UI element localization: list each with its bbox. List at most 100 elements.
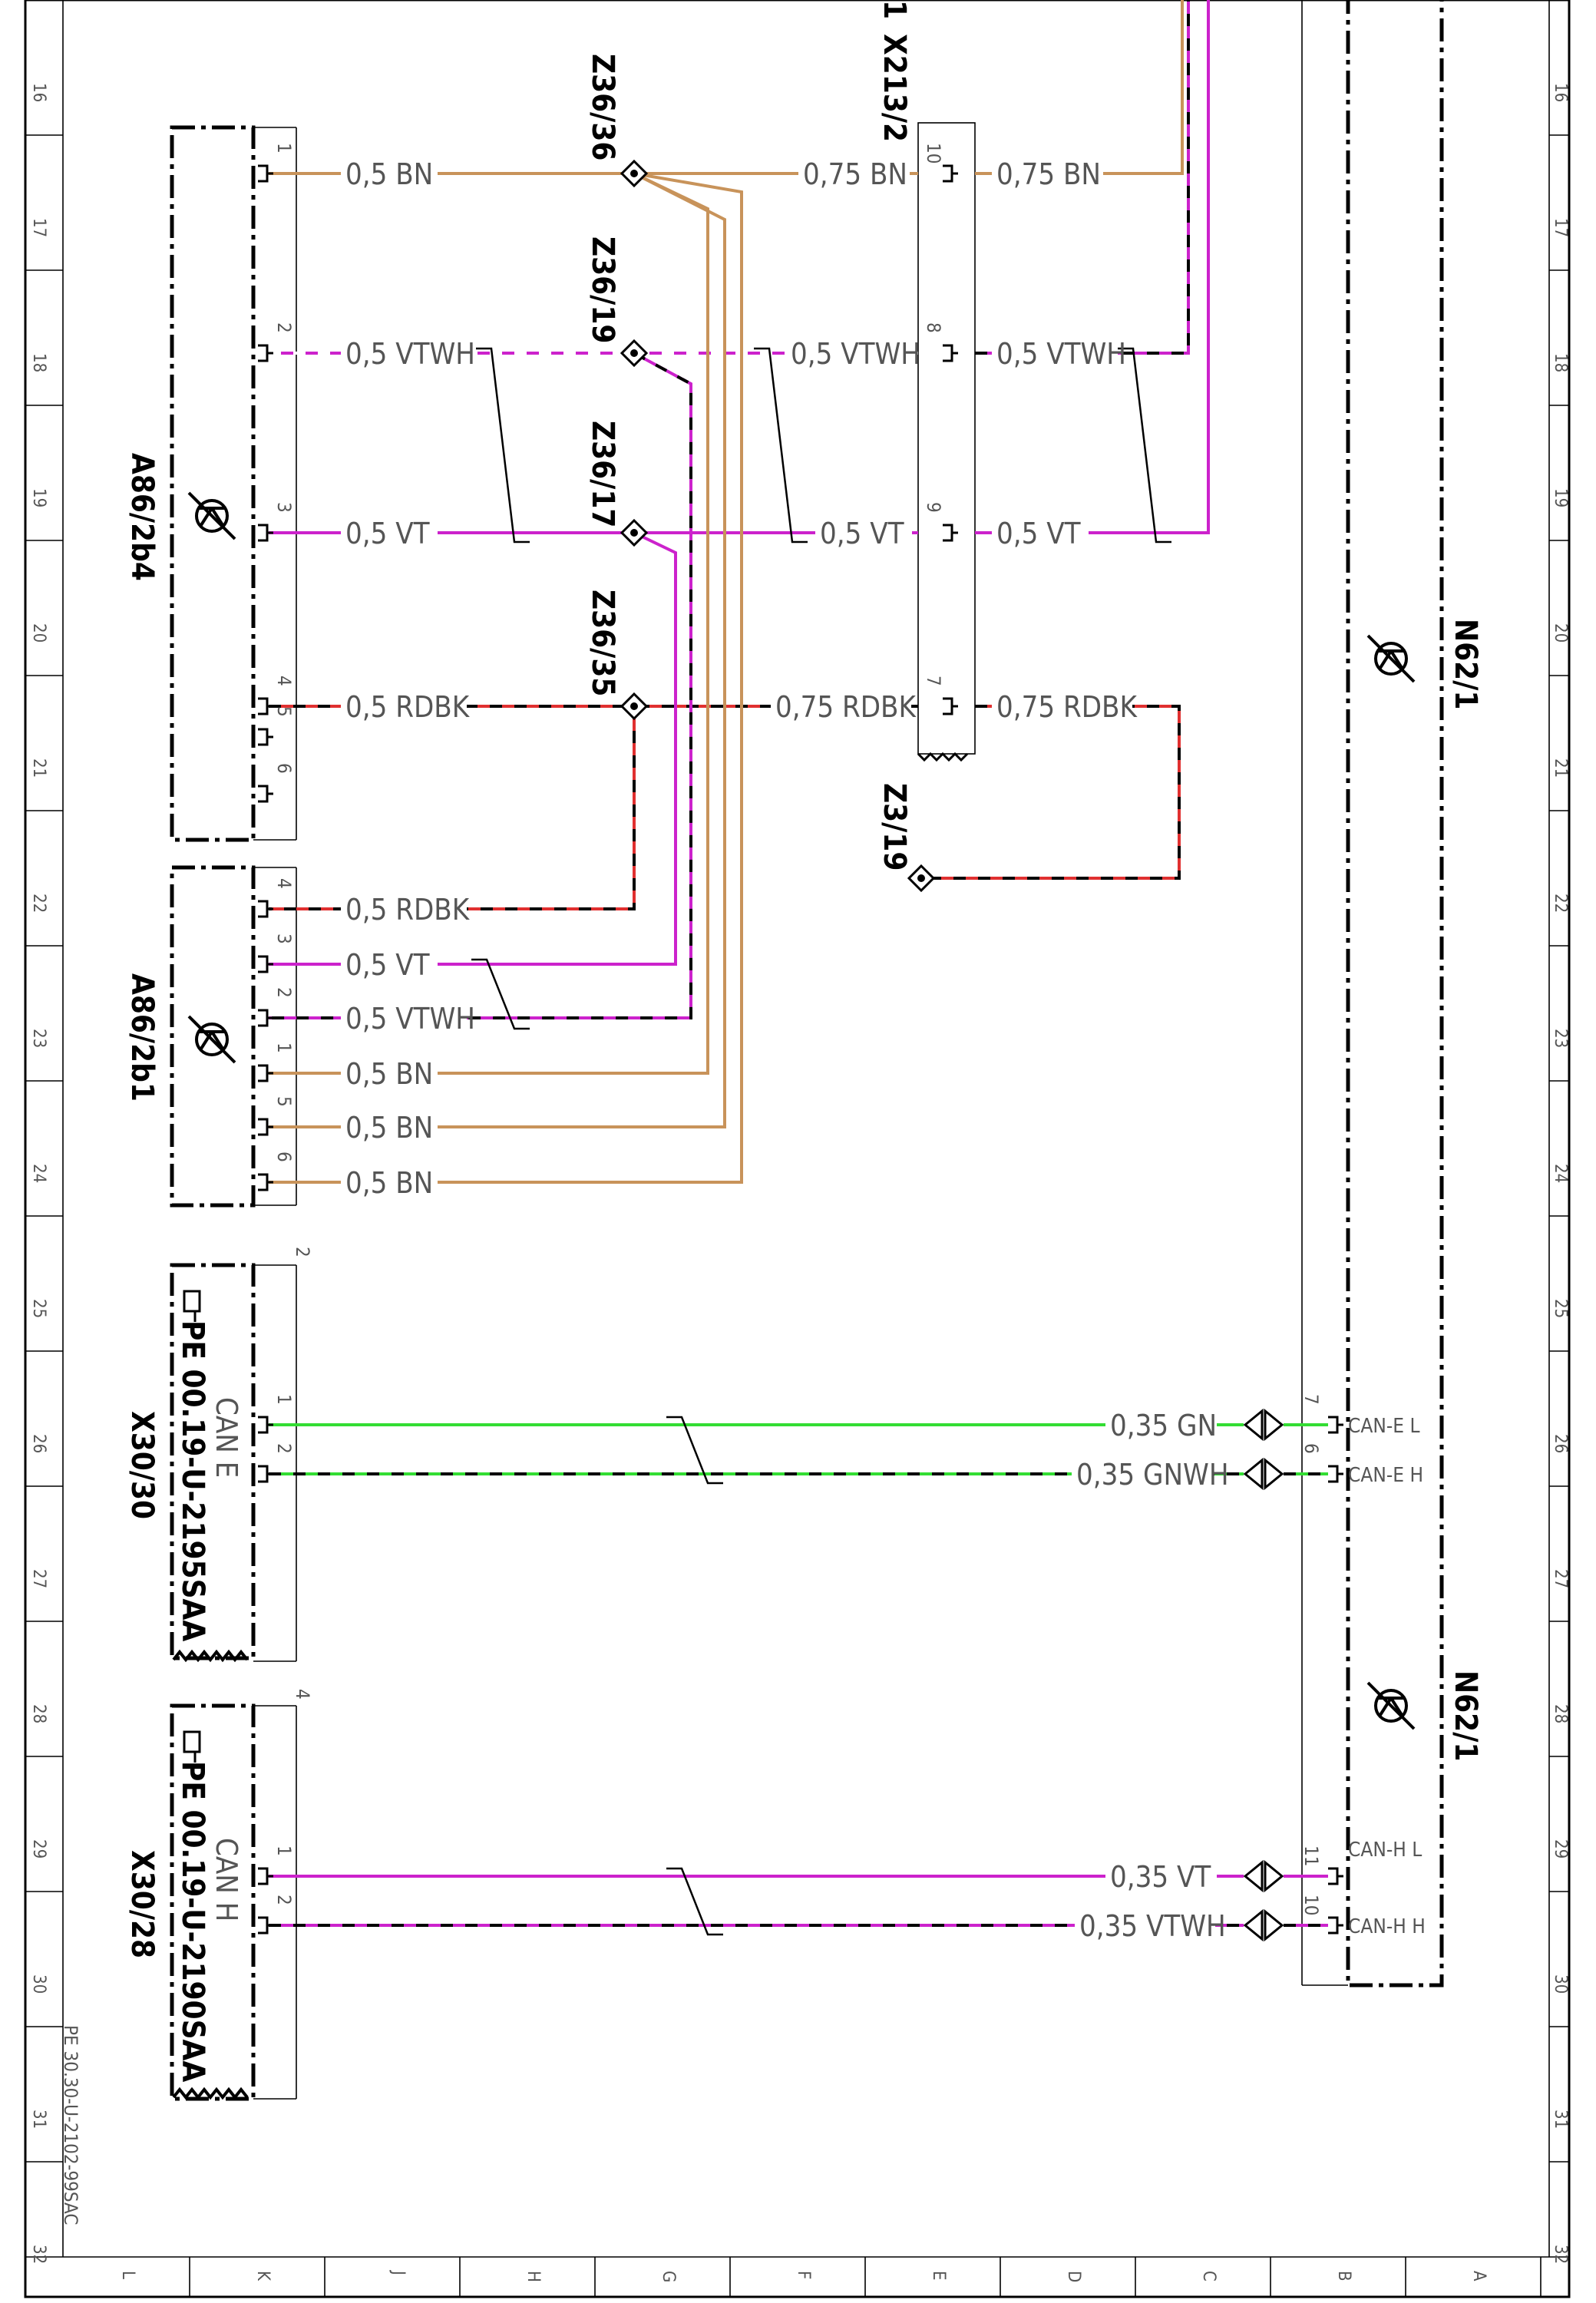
grid-row-label-left: 31 xyxy=(29,2110,48,2129)
pin xyxy=(258,1867,269,1885)
pin-number: 7 xyxy=(1300,1394,1322,1405)
grid-row-label-left: 28 xyxy=(29,1704,48,1723)
grid-row-label-right: 27 xyxy=(1551,1569,1570,1588)
connector-arrow xyxy=(1243,1408,1264,1442)
grid-row-label-right: 20 xyxy=(1551,623,1570,643)
pin xyxy=(258,524,269,542)
label-bg xyxy=(341,158,438,192)
x30-28-box xyxy=(170,1703,256,2101)
splice-dot xyxy=(917,874,925,882)
twist-mark xyxy=(476,347,530,544)
grid-row-label-right: 30 xyxy=(1551,1974,1570,1994)
label-bg xyxy=(992,691,1132,725)
splice-label: Z36/19 xyxy=(585,236,620,343)
splice-label: Z3/19 xyxy=(877,783,912,871)
pin xyxy=(258,1064,269,1082)
grid-row-label-right: 25 xyxy=(1551,1299,1570,1318)
x30-30-box xyxy=(170,1263,256,1660)
label-bg xyxy=(1105,1409,1217,1443)
pin-number: 4 xyxy=(273,878,295,889)
grid-row-label-left: 27 xyxy=(29,1569,48,1588)
grid-row-label-left: 29 xyxy=(29,1839,48,1859)
grid-row-label-right: 26 xyxy=(1551,1434,1570,1453)
pin xyxy=(258,728,269,746)
grid-row-label-left: 26 xyxy=(29,1434,48,1453)
wire-stripe xyxy=(269,352,692,1019)
pin-number: 3 xyxy=(273,502,295,513)
wire xyxy=(269,172,726,1128)
grid-col-label: G xyxy=(659,2271,678,2282)
grid-row-label-left: 23 xyxy=(29,1029,48,1048)
sensor-icon xyxy=(1366,1681,1416,1730)
twist-mark xyxy=(471,958,530,1030)
n62-1-label-bottom: N62/1 xyxy=(1448,1670,1483,1761)
grid-col-label: E xyxy=(929,2271,948,2281)
pin xyxy=(943,524,953,542)
wire-label: 0,75 BN xyxy=(803,157,907,191)
label-bg xyxy=(341,1112,438,1145)
label-bg xyxy=(341,1167,438,1201)
wire-label: 0,5 BN xyxy=(345,157,433,191)
grid-col-label: C xyxy=(1199,2271,1218,2282)
connector-arrow xyxy=(1264,1908,1284,1942)
frame xyxy=(24,0,1571,2298)
pin xyxy=(1328,1867,1339,1885)
x30-30-label: X30/30 xyxy=(124,1411,160,1519)
label-bg xyxy=(341,338,467,372)
twist-mark xyxy=(666,1867,723,1936)
wire-label: 0,5 VTWH xyxy=(345,337,475,371)
pin xyxy=(943,697,953,715)
wire-label: 0,5 VT xyxy=(820,517,904,550)
grid-row-label-left: 19 xyxy=(29,488,48,507)
grid-col-label: L xyxy=(118,2271,137,2279)
wire-label: 0,5 VT xyxy=(345,948,430,982)
wire-label: 0,5 VT xyxy=(345,517,430,550)
x30-28-ref: PE 00.19-U-2190SAA xyxy=(175,1761,210,2082)
footer-ref: PE 30.30-U-2102-99SAC xyxy=(60,2025,81,2225)
wire-label: 0,5 BN xyxy=(345,1057,433,1091)
pin xyxy=(1328,1916,1339,1935)
pin-number: 6 xyxy=(1300,1443,1322,1454)
n62-1-box xyxy=(1346,0,1444,1987)
pin xyxy=(258,164,269,183)
wire-label: 0,75 BN xyxy=(996,157,1101,191)
grid-row-label-left: 18 xyxy=(29,353,48,372)
label-bg xyxy=(1075,1910,1215,1944)
pin-number: 10 xyxy=(923,143,944,164)
pin xyxy=(258,1173,269,1191)
pin-number: 4 xyxy=(273,676,295,686)
label-bg xyxy=(771,691,911,725)
pin xyxy=(943,344,953,362)
x30-28-label: X30/28 xyxy=(124,1850,160,1958)
pin xyxy=(1328,1465,1339,1483)
pin-number: 8 xyxy=(923,322,944,333)
twist-mark xyxy=(754,347,808,544)
pin-number: 7 xyxy=(923,676,944,686)
wire-label: 0,5 RDBK xyxy=(345,893,471,927)
wire-label: 0,5 VT xyxy=(996,517,1081,550)
a86-2b1-label: A86/2b1 xyxy=(124,973,160,1102)
grid-row-label-right: 17 xyxy=(1551,218,1570,237)
pin xyxy=(258,1118,269,1136)
grid-row-label-right: 21 xyxy=(1551,758,1570,778)
sensor-icon xyxy=(187,1015,236,1064)
x30-30-can-label: CAN E xyxy=(210,1397,243,1478)
grid-row-label-left: 22 xyxy=(29,894,48,913)
pin xyxy=(258,1916,269,1935)
sensor-icon xyxy=(1366,634,1416,683)
hand-pointer-icon xyxy=(183,1730,201,1763)
connector-arrow xyxy=(1264,1408,1284,1442)
a86-2b1-box xyxy=(170,865,256,1208)
splice-label: Z36/35 xyxy=(585,590,620,696)
connector-arrow xyxy=(1264,1457,1284,1491)
break-mark xyxy=(172,2087,249,2100)
connector-arrow xyxy=(1243,1457,1264,1491)
x213-2-label: X213/2 xyxy=(877,34,912,142)
wire-label: 0,5 VTWH xyxy=(996,337,1126,371)
can-pin-label: CAN-H H xyxy=(1348,1915,1426,1938)
wire-label: 0,5 BN xyxy=(345,1111,433,1145)
pin xyxy=(258,1009,269,1027)
wire-label: 0,75 RDBK xyxy=(996,690,1138,724)
